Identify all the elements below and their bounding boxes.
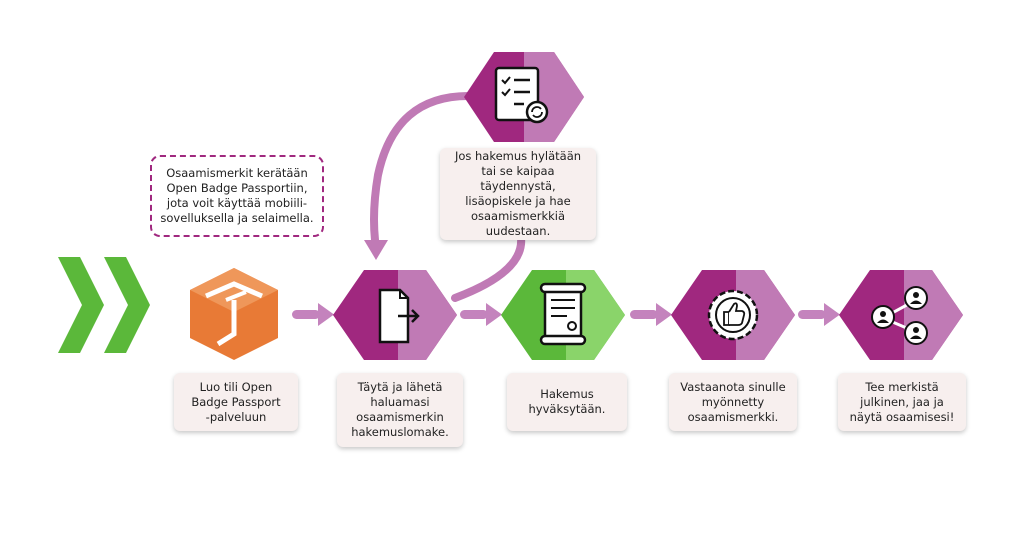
connector-arrow-2	[460, 303, 502, 326]
step-5-text: Tee merkistä julkinen, jaa ja näytä osaa…	[849, 379, 955, 424]
document-submit-icon	[333, 270, 457, 360]
step-1-text-box: Luo tili Open Badge Passport -palveluun	[174, 373, 298, 431]
step-4-text: Vastaanota sinulle myönnetty osaamismerk…	[680, 379, 786, 424]
step-3-text: Hakemus hyväksytään.	[528, 387, 606, 416]
checklist-revise-icon	[464, 52, 584, 142]
step-5-text-box: Tee merkistä julkinen, jaa ja näytä osaa…	[838, 373, 966, 431]
connector-arrow-3	[630, 303, 672, 326]
connector-arrow-4	[798, 303, 840, 326]
step-2-text-box: Täytä ja lähetä haluamasi osaamismerkin …	[337, 373, 463, 447]
double-chevron-right-icon	[58, 257, 150, 353]
feedback-loop-arrowhead	[364, 240, 388, 260]
open-badge-passport-logo-icon	[190, 268, 278, 360]
share-network-icon	[839, 270, 963, 360]
step-1-text: Luo tili Open Badge Passport -palveluun	[191, 379, 281, 424]
step-2-text: Täytä ja lähetä haluamasi osaamismerkin …	[351, 380, 449, 439]
step-3-text-box: Hakemus hyväksytään.	[507, 373, 627, 431]
rejection-text: Jos hakemus hylätään tai se kaipaa täyde…	[454, 149, 582, 238]
passport-info-note-text: Osaamismerkit kerätään Open Badge Passpo…	[160, 166, 314, 225]
step-4-text-box: Vastaanota sinulle myönnetty osaamismerk…	[669, 373, 797, 431]
passport-info-note: Osaamismerkit kerätään Open Badge Passpo…	[150, 155, 324, 237]
certificate-scroll-icon	[501, 270, 625, 360]
connector-arrow-1	[292, 303, 334, 326]
thumbs-up-badge-icon	[671, 270, 795, 360]
rejection-text-box: Jos hakemus hylätään tai se kaipaa täyde…	[440, 148, 596, 240]
